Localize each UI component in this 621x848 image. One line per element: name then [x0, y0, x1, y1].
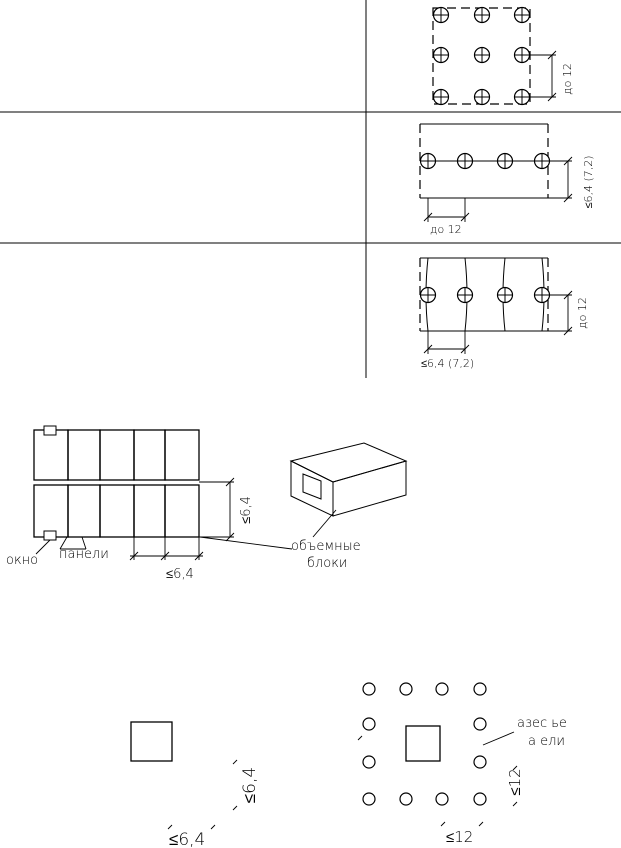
volumetric-block: объемные блоки: [289, 442, 408, 571]
dimension-panel-width: [129, 537, 204, 561]
column-marker: [419, 152, 437, 170]
cross-walls: [425, 257, 545, 332]
scheme-columns-with-cross-walls: ≤6,4 (7,2) до 12: [419, 257, 589, 370]
dimension-column-spacing-horizontal: [423, 331, 470, 354]
column-marker: [432, 46, 450, 64]
dimension-label-core-horiz: ≤6,4: [169, 830, 205, 848]
column-marker: [432, 88, 450, 106]
column-marker: [473, 6, 491, 24]
column-marker: [496, 286, 514, 304]
scheme-core-cantilever: ≤6,4 ≤6,4: [130, 721, 260, 848]
column-marker: [473, 682, 487, 696]
dimension-label-core-vert: ≤6,4: [240, 767, 260, 803]
panel-grid: [33, 429, 200, 538]
column-marker: [362, 792, 376, 806]
column-marker: [456, 286, 474, 304]
column-marker: [533, 286, 551, 304]
column-marker: [399, 792, 413, 806]
perimeter-columns: [362, 682, 487, 806]
block-front-face: [290, 460, 334, 517]
column-marker: [473, 46, 491, 64]
dimension-column-spacing: [530, 50, 557, 102]
column-marker: [473, 755, 487, 769]
core-square: [130, 721, 173, 762]
label-bloki: блоки: [307, 556, 348, 571]
dimension-column-spacing-vertical: [548, 290, 573, 336]
dimension-label-storey: ≤6,4: [239, 496, 254, 524]
scheme-column-grid-3x3: до 12: [432, 6, 574, 106]
column-marker: [435, 682, 449, 696]
dimension-label-do12: до 12: [430, 223, 462, 236]
block-window: [302, 473, 322, 500]
column-marker: [432, 6, 450, 24]
block-side-face: [332, 460, 407, 517]
column-marker: [399, 682, 413, 696]
leader-line-block: [312, 509, 337, 538]
scheme-core-with-columns: азес ье а ели ≤12 ≤12: [357, 682, 567, 846]
label-obemnye: объемные: [291, 539, 361, 554]
dimension-label-span: ≤6,4 (7,2): [421, 357, 474, 370]
window-lower: [43, 530, 57, 541]
dimension-storey-height: [199, 477, 235, 542]
column-marker: [456, 152, 474, 170]
scheme-table-grid: [0, 0, 621, 378]
column-marker: [496, 152, 514, 170]
leader-line-columns: [482, 731, 515, 746]
column-marker: [533, 152, 551, 170]
column-marker: [435, 792, 449, 806]
column-marker: [362, 717, 376, 731]
label-okno: окно: [6, 553, 38, 568]
dimension-label-ring-vert: ≤12: [506, 768, 524, 795]
dimension-span-vertical: [548, 156, 573, 203]
column-marker: [513, 88, 531, 106]
column-markers: [419, 152, 551, 170]
column-marker: [513, 6, 531, 24]
window-upper: [43, 425, 57, 436]
panel-building-elevation: ≤6,4 ≤6,4 окно панели: [6, 425, 293, 582]
column-markers: [419, 286, 551, 304]
dimension-label-ring-horiz: ≤12: [446, 828, 473, 846]
column-marker: [362, 755, 376, 769]
dimension-label-do12: до 12: [576, 297, 589, 329]
label-columns-line2: а ели: [528, 734, 565, 749]
dimension-label-do12: до 12: [561, 63, 574, 95]
label-columns-line1: азес ье: [517, 716, 567, 731]
column-marker: [419, 286, 437, 304]
column-marker: [362, 682, 376, 696]
core-square: [405, 725, 441, 762]
dimension-label-span: ≤6,4 (7,2): [582, 155, 595, 208]
column-markers: [432, 6, 531, 106]
column-marker: [473, 717, 487, 731]
column-marker: [473, 792, 487, 806]
leader-lines: [35, 536, 293, 555]
label-paneli: панели: [59, 547, 109, 562]
dimension-label-panel: ≤6,4: [166, 567, 194, 582]
column-marker: [513, 46, 531, 64]
scheme-single-column-row: до 12 ≤6,4 (7,2): [419, 123, 595, 236]
column-marker: [473, 88, 491, 106]
dimension-column-spacing-horizontal: [423, 198, 470, 222]
